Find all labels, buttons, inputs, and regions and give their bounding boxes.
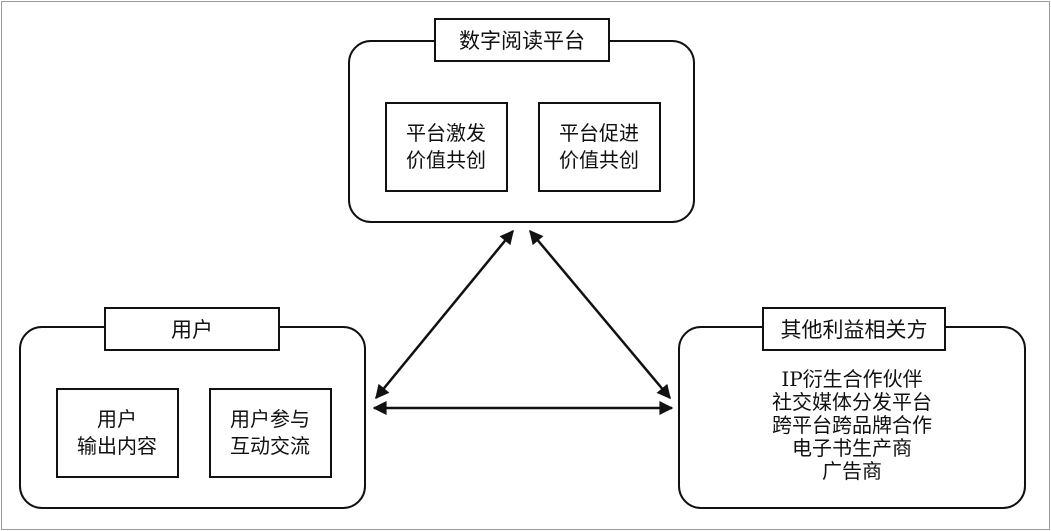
stakeholder-item-advertisers: 广告商 (822, 459, 882, 483)
platform-box-1-line-1: 平台激发 (406, 121, 486, 145)
users-title-box (104, 307, 280, 351)
users-box-2 (209, 388, 332, 478)
stakeholders-title-box (762, 307, 946, 351)
stakeholder-item-ebook-producers: 电子书生产商 (792, 436, 912, 460)
stakeholder-item-cross-platform: 跨平台跨品牌合作 (772, 413, 932, 437)
platform-box-2 (538, 102, 661, 192)
platform-box-1 (385, 102, 508, 192)
stakeholders-group: 其他利益相关方 IP衍生合作伙伴 社交媒体分发平台 跨平台跨品牌合作 电子书生产… (678, 307, 1026, 509)
users-box-1 (56, 388, 179, 478)
platform-title: 数字阅读平台 (459, 29, 585, 53)
stakeholder-item-ip-partners: IP衍生合作伙伴 (781, 367, 922, 391)
users-box-1-line-2: 输出内容 (77, 434, 157, 458)
users-group: 用户 用户 输出内容 用户参与 互动交流 (19, 307, 366, 509)
stakeholders-title: 其他利益相关方 (781, 318, 928, 342)
platform-box-1-line-2: 价值共创 (406, 148, 486, 172)
stakeholder-item-social-media: 社交媒体分发平台 (772, 390, 932, 414)
connector-arrows (372, 229, 674, 415)
users-title: 用户 (171, 318, 213, 342)
users-box-1-line-1: 用户 (97, 407, 137, 431)
platform-title-box (434, 18, 610, 62)
users-box-2-line-2: 互动交流 (230, 434, 310, 458)
platform-box-2-line-1: 平台促进 (559, 121, 639, 145)
arrow-platform-stakeholders (529, 229, 671, 400)
users-box-2-line-1: 用户参与 (230, 407, 310, 431)
arrow-platform-users (375, 229, 514, 400)
platform-box-2-line-2: 价值共创 (559, 148, 639, 172)
platform-group: 数字阅读平台 平台激发 价值共创 平台促进 价值共创 (348, 18, 695, 223)
